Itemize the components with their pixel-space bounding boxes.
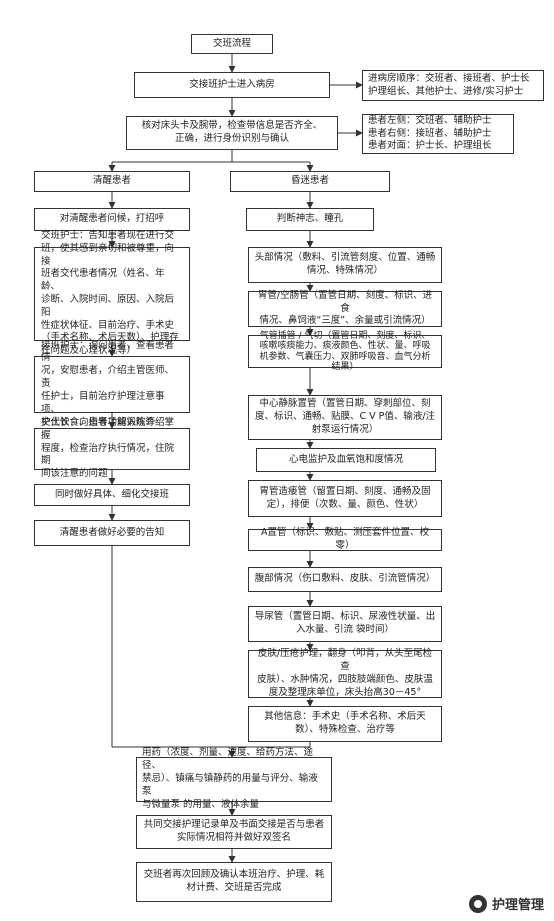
node-airway: 气管插管 / 气切（置管日期、刻度、标识、 咳嗽咳痰能力、痰液颜色、性状、量、呼… bbox=[248, 331, 442, 372]
node-receiving-nurse: 接班护士：询问患者，查看患者情 况，安慰患者，介绍主管医师、责 任护士，目前治疗… bbox=[34, 340, 190, 428]
node-detailed-handover: 同时做好具体、细化交接班 bbox=[34, 484, 190, 506]
node-abdomen: 腹部情况（伤口敷料、皮肤、引流管情况） bbox=[248, 567, 442, 592]
node-conscious-patient: 清醒患者 bbox=[34, 171, 190, 192]
node-final-review: 交班者再次回顾及确认本班治疗、护理、耗 材计费、交班是否完成 bbox=[136, 862, 332, 902]
node-position-note: 患者左侧：交班者、辅助护士 患者右侧：接班者、辅助护士 患者对面：护士长、护理组… bbox=[362, 114, 514, 154]
node-arterial-line: A置管（标识、敷贴、测压套件位置、校零） bbox=[248, 527, 442, 551]
node-other-info: 其他信息：手术史（手术名称、术后天 数）、特殊检查、治疗等 bbox=[248, 706, 442, 742]
watermark-text: 护理管理 bbox=[491, 898, 544, 913]
node-ecg-spo2: 心电监护及血氧饱和度情况 bbox=[256, 448, 436, 472]
node-records-signature: 共同交接护理记录单及书面交接是否与患者 实际情况相符并做好双签名 bbox=[136, 815, 332, 849]
node-urinary-catheter: 导尿管（置管日期、标识、尿液性状量、出 入水量、引流 袋时间） bbox=[248, 606, 442, 642]
node-greet: 对清醒患者问候，打招呼 bbox=[34, 208, 190, 231]
node-start: 交班流程 bbox=[191, 34, 273, 54]
wechat-logo-icon bbox=[468, 894, 487, 913]
node-consciousness-pupils: 判断神志、瞳孔 bbox=[246, 208, 374, 231]
node-identify: 核对床头卡及腕带，检查带信息是否齐全、 正确，进行身份识别与确认 bbox=[126, 116, 338, 150]
node-enter-order-note: 进病房顺序：交班者、接班者、护士长 护理组长、其他护士、进修/实习护士 bbox=[362, 70, 544, 101]
node-handover-nurse: 交班护士：告知患者现在进行交 班，使其感到亲切和被尊重，向接 班者交代患者情况（… bbox=[34, 230, 190, 356]
node-enter-room: 交接班护士进入病房 bbox=[134, 72, 330, 98]
node-head-nurse: 护士长：向患者了解入院介绍掌握 程度，检查治疗执行情况，住院期 间该注意的问题 bbox=[34, 417, 190, 479]
watermark: 护理管理 bbox=[468, 894, 544, 913]
node-gastrostomy-stool: 胃管造瘘管（留置日期、刻度、通畅及固 定），排便（次数、量、颜色、性状） bbox=[248, 480, 442, 517]
node-comatose-patient: 昏迷患者 bbox=[230, 171, 390, 192]
node-medication: 用药（浓度、剂量、速度、给药方法、途径、 禁忌）、镇痛与镇静药的用量与评分、输液… bbox=[136, 747, 332, 810]
node-head-condition: 头部情况（敷料、引流管刻度、位置、通畅 情况、特殊情况） bbox=[248, 247, 442, 283]
node-skin-care: 皮肤/压疮护理，翻身（叩背，从头至尾检查 皮肤）、水肿情况，四肢肢端颜色、皮肤温… bbox=[248, 648, 442, 698]
node-gastric-tube: 胃管/空肠管（置管日期、刻度、标识、进食 情况、鼻饲液“三度”、余量或引流情况） bbox=[248, 290, 442, 327]
node-necessary-notice: 清醒患者做好必要的告知 bbox=[34, 520, 190, 546]
node-central-venous: 中心静脉置管（置管日期、穿刺部位、刻 度、标识、通畅、贴膜、C V P值、输液/… bbox=[248, 395, 442, 440]
